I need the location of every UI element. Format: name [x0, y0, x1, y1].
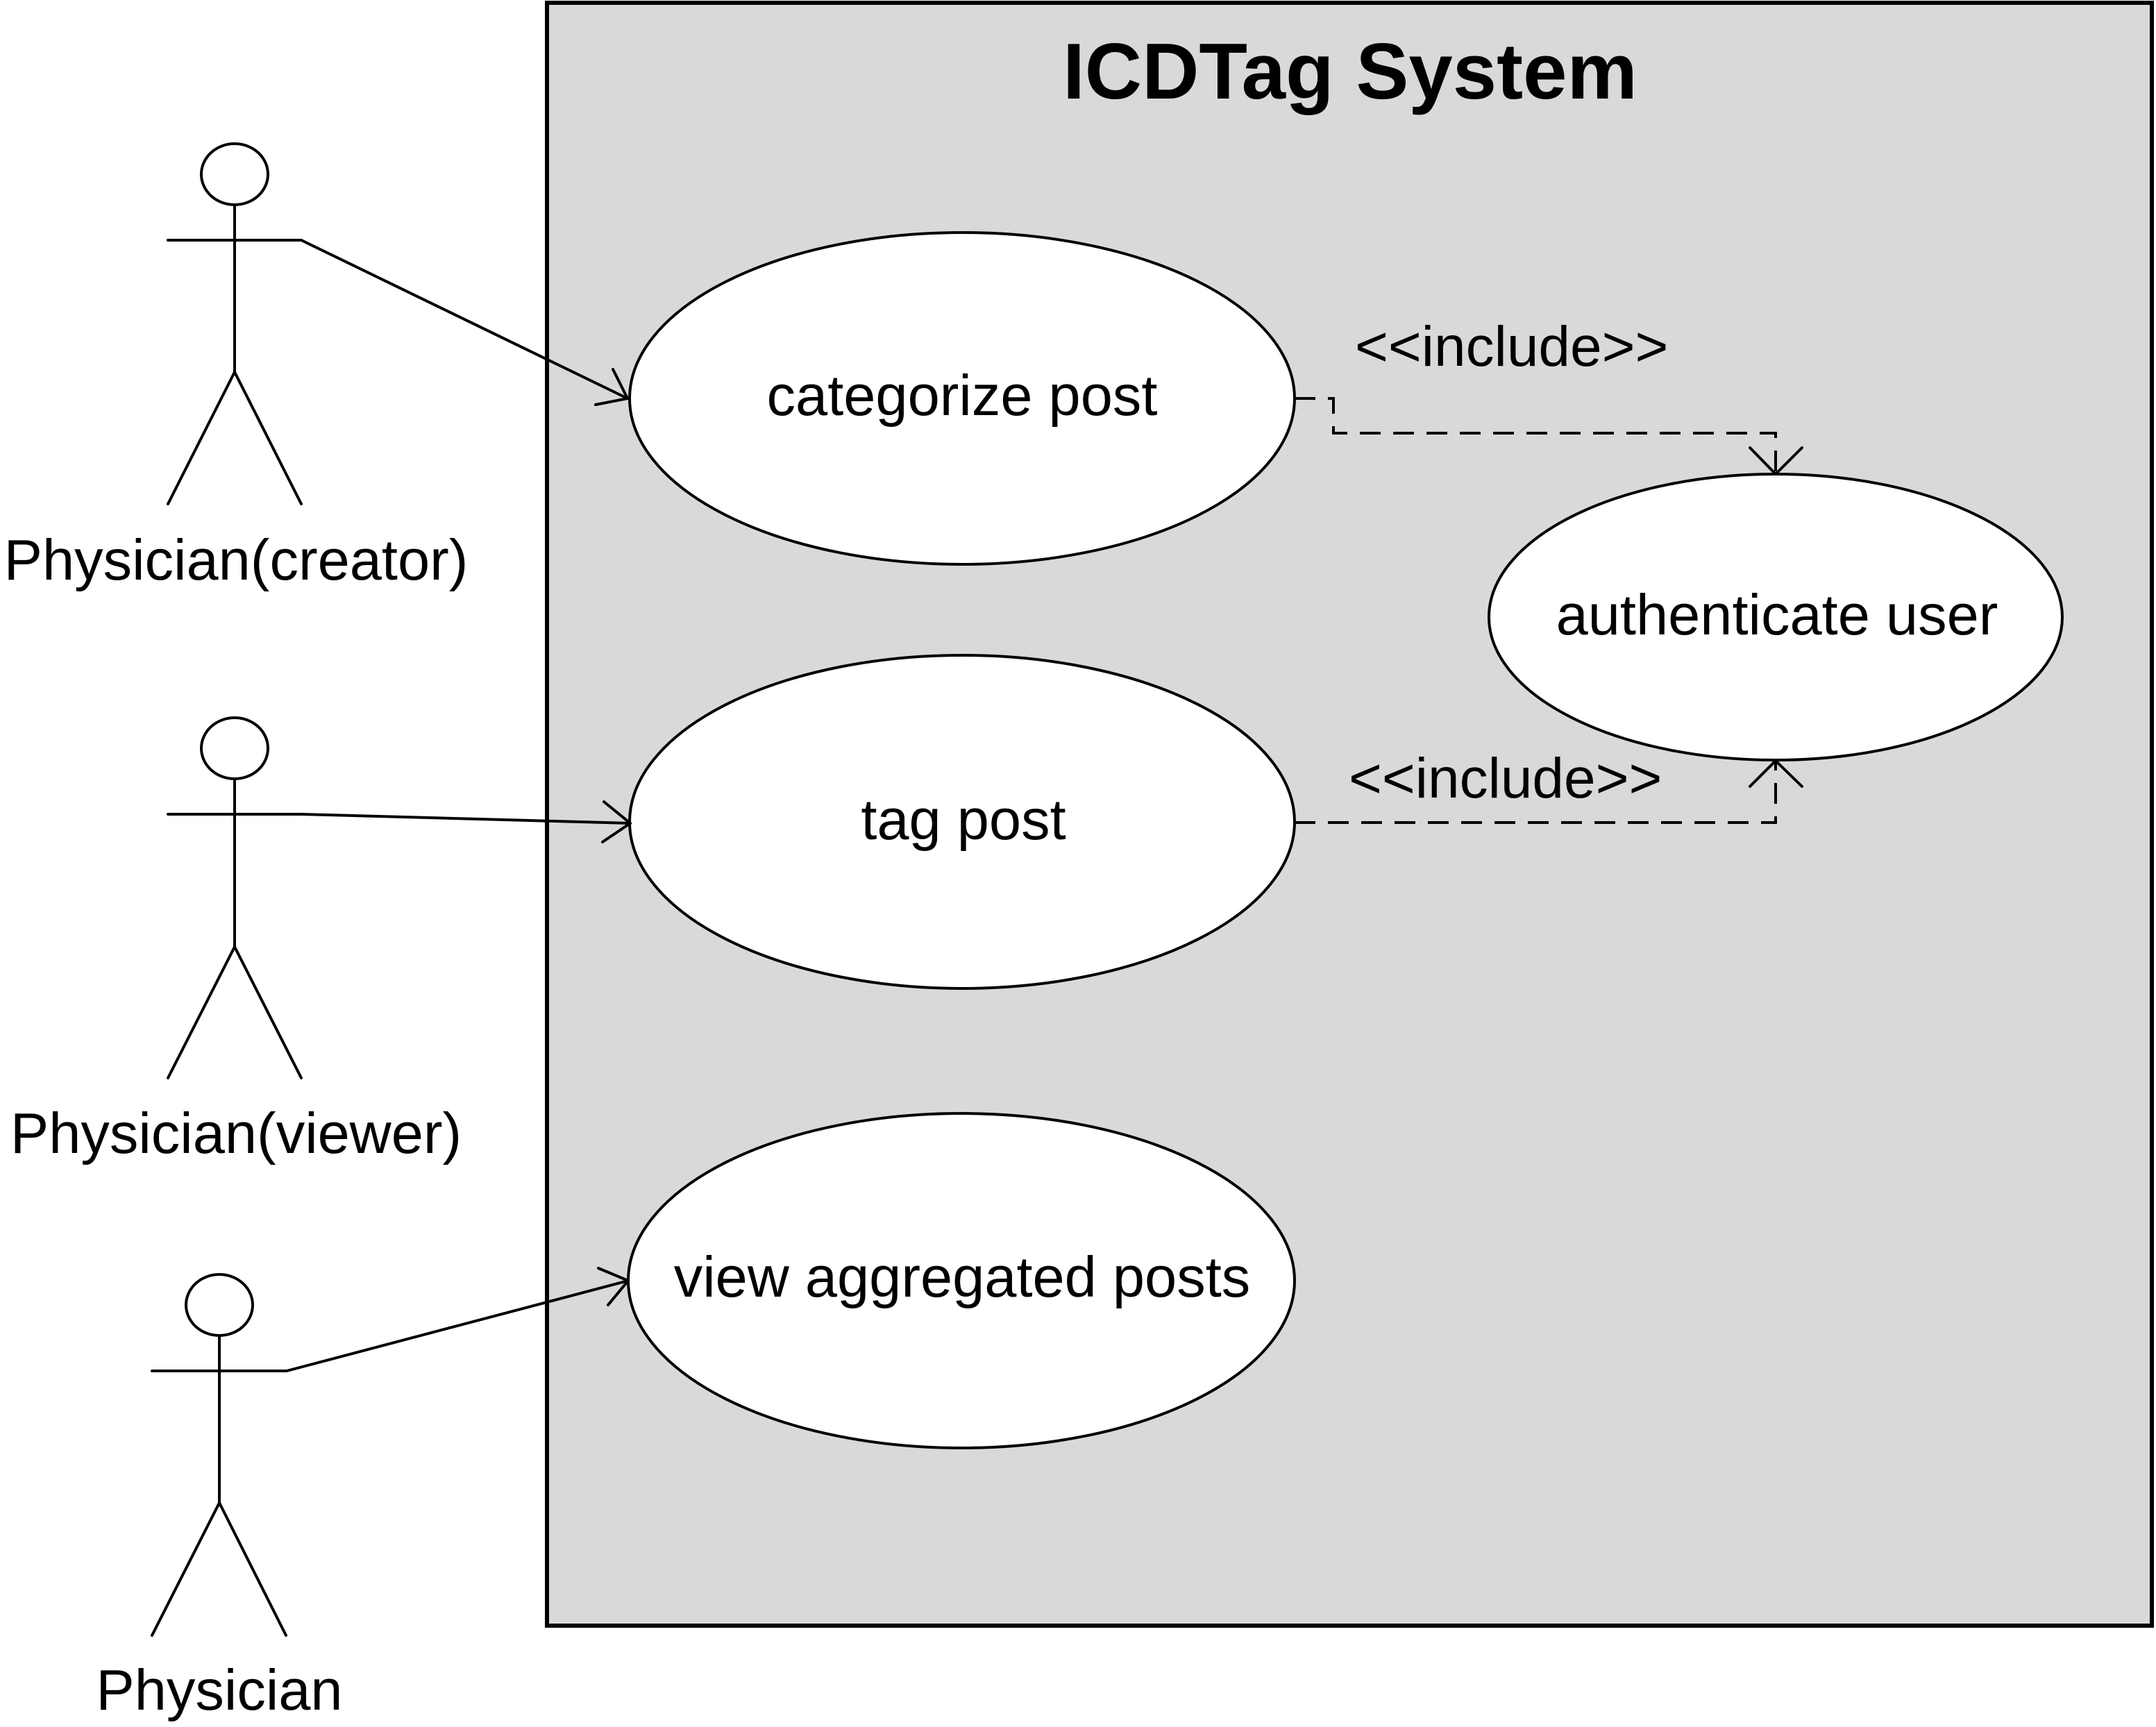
include-label: <<include>> [1349, 747, 1662, 810]
system-title: ICDTag System [1063, 28, 1637, 116]
actor-figure-icon [167, 142, 303, 505]
association-line [285, 1279, 630, 1372]
actor-viewer[interactable]: Physician(viewer) [10, 716, 462, 1165]
use-case-categorize-post[interactable]: categorize post [628, 231, 1296, 566]
arrowhead-icon [1749, 446, 1803, 475]
actor-label: Physician(viewer) [10, 1101, 462, 1165]
actor-label: Physician(creator) [4, 528, 469, 592]
association-viewer-tag [300, 800, 632, 843]
include-label: <<include>> [1355, 315, 1668, 378]
include-categorize-auth: <<include>> [1295, 315, 1803, 475]
association-physician-view [285, 1267, 630, 1372]
association-creator-categorize [167, 239, 629, 406]
use-case-label: categorize post [767, 363, 1158, 428]
actor-figure-icon [151, 1273, 288, 1637]
use-case-tag-post[interactable]: tag post [628, 654, 1296, 990]
arrowhead-icon [597, 1267, 630, 1306]
use-case-label: view aggregated posts [674, 1245, 1251, 1309]
use-case-authenticate-user[interactable]: authenticate user [1488, 473, 2064, 761]
association-line [300, 813, 632, 825]
use-case-label: authenticate user [1556, 582, 1998, 647]
arrowhead-icon [594, 368, 629, 406]
include-tag-auth: <<include>> [1295, 747, 1803, 824]
arrowhead-icon [1749, 759, 1803, 788]
arrowhead-icon [601, 800, 632, 843]
use-case-view-aggregated-posts[interactable]: view aggregated posts [627, 1112, 1296, 1449]
actor-label: Physician [96, 1658, 342, 1722]
use-case-label: tag post [861, 787, 1066, 852]
association-line [167, 239, 629, 400]
include-line [1295, 761, 1777, 824]
actor-creator[interactable]: Physician(creator) [4, 142, 469, 592]
include-line [1295, 397, 1777, 473]
actor-physician[interactable]: Physician [96, 1273, 343, 1722]
actor-figure-icon [167, 716, 303, 1079]
